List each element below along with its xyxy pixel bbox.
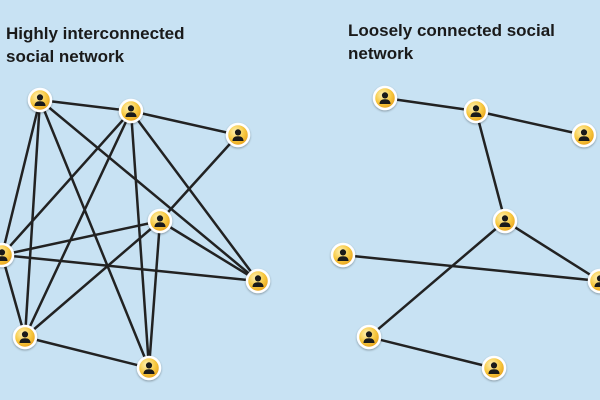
person-icon-interconnected-c bbox=[225, 122, 251, 148]
person-icon-loose-f bbox=[587, 268, 600, 294]
edge-interconnected-d-e bbox=[0, 219, 162, 257]
person-icon-loose-h bbox=[481, 355, 507, 381]
person-icon-interconnected-d bbox=[147, 208, 173, 234]
edge-interconnected-a-f bbox=[38, 98, 260, 283]
title-loosely-connected: Loosely connected social network bbox=[348, 21, 555, 63]
title-highly-interconnected: Highly interconnected social network bbox=[6, 24, 185, 66]
edge-interconnected-a-g bbox=[23, 98, 42, 339]
nodes-layer bbox=[0, 85, 600, 381]
edge-loose-b-c bbox=[474, 109, 586, 137]
edge-interconnected-e-g bbox=[0, 253, 27, 339]
person-icon-loose-g bbox=[356, 324, 382, 350]
edge-interconnected-g-h bbox=[23, 335, 151, 370]
edge-interconnected-b-c bbox=[129, 109, 240, 137]
edge-loose-e-f bbox=[341, 253, 600, 283]
person-icon-interconnected-b bbox=[118, 98, 144, 124]
edge-interconnected-b-g bbox=[23, 109, 133, 339]
edge-loose-a-b bbox=[383, 96, 478, 113]
edge-interconnected-b-f bbox=[129, 109, 260, 283]
person-icon-interconnected-e bbox=[0, 242, 15, 268]
edge-loose-d-g bbox=[367, 219, 507, 339]
edge-interconnected-a-e bbox=[0, 98, 42, 257]
person-icon-loose-c bbox=[571, 122, 597, 148]
edge-interconnected-d-g bbox=[23, 219, 162, 339]
person-icon-interconnected-f bbox=[245, 268, 271, 294]
edge-loose-d-f bbox=[503, 219, 600, 283]
edge-interconnected-c-d bbox=[158, 133, 240, 223]
person-icon-loose-e bbox=[330, 242, 356, 268]
person-icon-loose-d bbox=[492, 208, 518, 234]
edge-interconnected-a-b bbox=[38, 98, 133, 113]
person-icon-interconnected-h bbox=[136, 355, 162, 381]
edge-loose-g-h bbox=[367, 335, 496, 370]
person-icon-loose-a bbox=[372, 85, 398, 111]
edge-loose-b-d bbox=[474, 109, 507, 223]
person-icon-interconnected-g bbox=[12, 324, 38, 350]
edge-interconnected-e-f bbox=[0, 253, 260, 283]
edges-layer bbox=[0, 96, 600, 370]
person-icon-interconnected-a bbox=[27, 87, 53, 113]
edge-interconnected-b-e bbox=[0, 109, 133, 257]
edge-interconnected-d-f bbox=[158, 219, 260, 283]
edge-interconnected-d-h bbox=[147, 219, 162, 370]
person-icon-loose-b bbox=[463, 98, 489, 124]
